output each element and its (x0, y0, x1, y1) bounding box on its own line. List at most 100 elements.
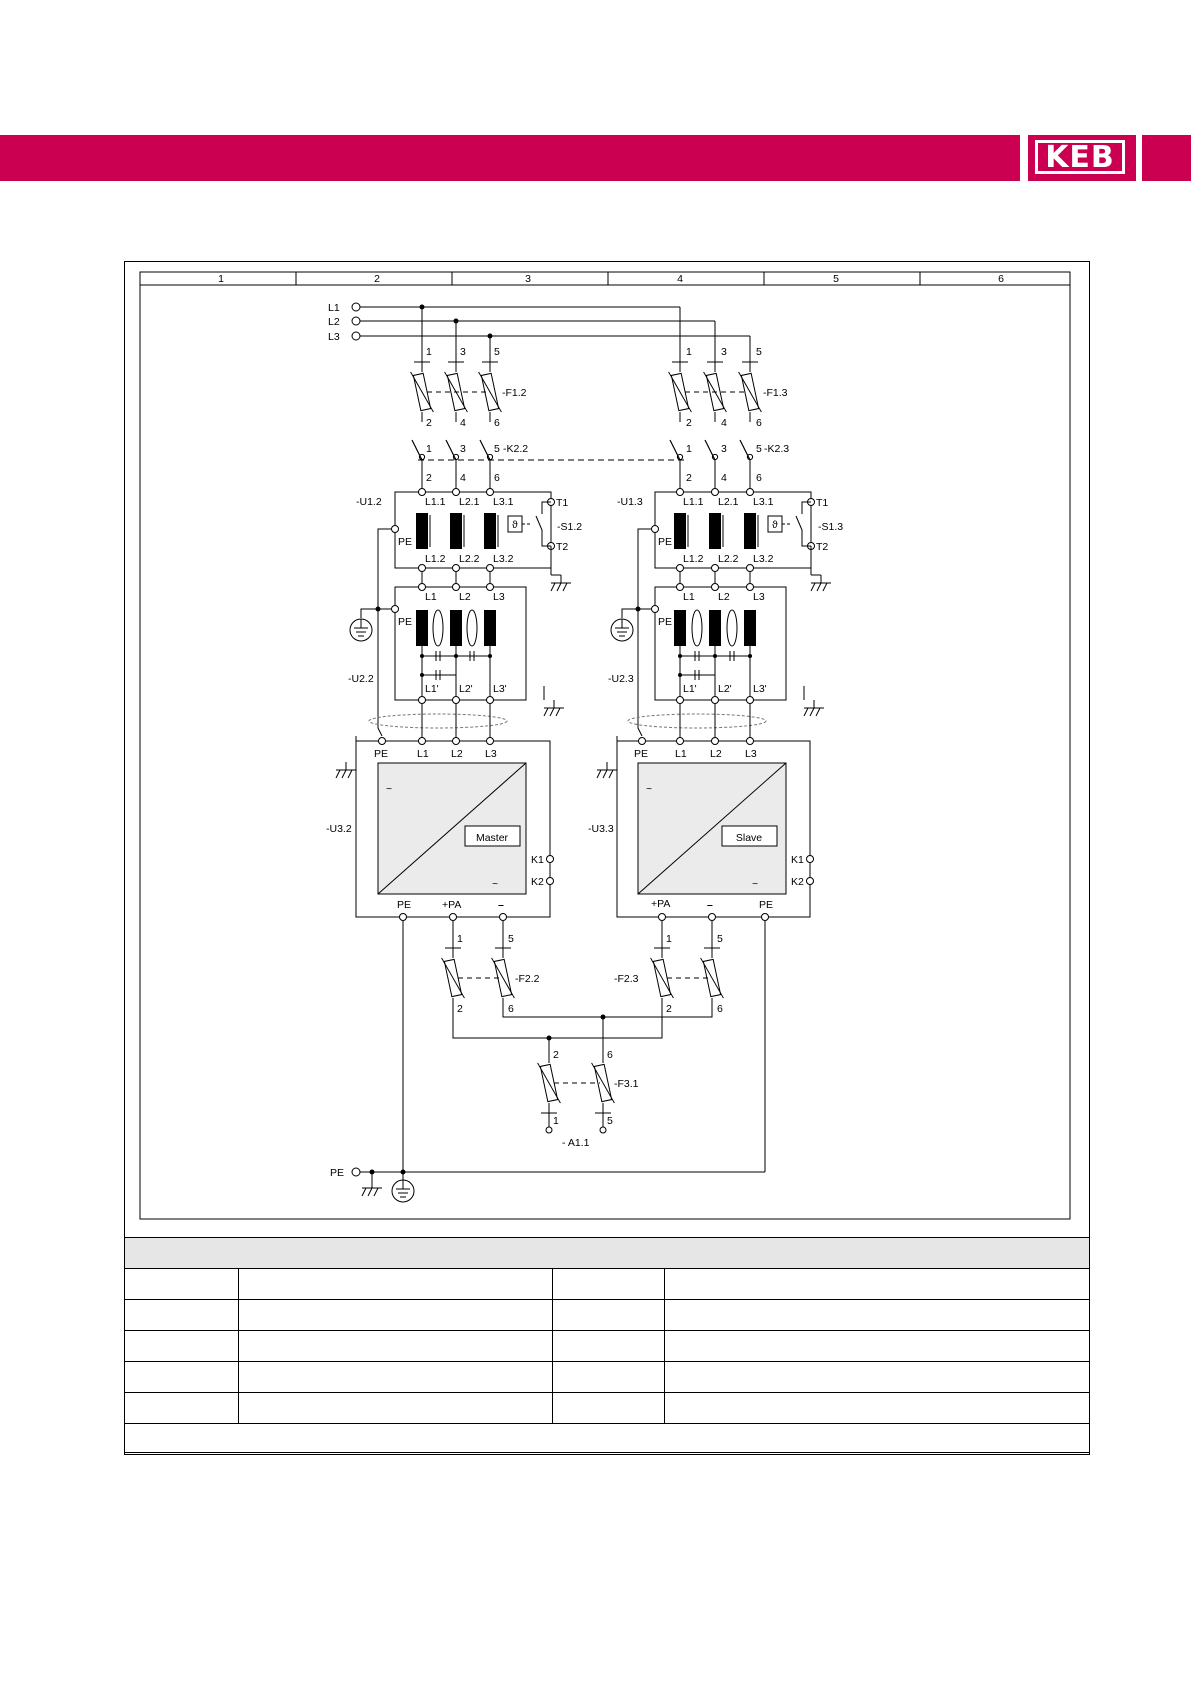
earth-icon-right (610, 618, 634, 642)
u3-2-pa: +PA (442, 899, 461, 911)
u1-2-t1: T1 (556, 497, 568, 509)
k2-3-term-3: 3 (721, 443, 727, 455)
u2-3-ref: -U2.3 (608, 673, 634, 685)
u3-3-pe-bottom: PE (759, 899, 773, 911)
f3-1-term-6: 6 (607, 1049, 613, 1061)
title-block-table (124, 1268, 1090, 1455)
u2-3-l3p: L3' (753, 683, 767, 695)
f1-2-term-6: 6 (494, 417, 500, 429)
mains-lines (351, 302, 751, 362)
f2-2-term-6: 6 (508, 1003, 514, 1015)
k2-2-term-2: 2 (426, 472, 432, 484)
f2-2-term-5: 5 (508, 933, 514, 945)
u1-2-l22: L2.2 (459, 553, 480, 565)
u1-2-l11: L1.1 (425, 496, 446, 508)
f3-1-term-2: 2 (553, 1049, 559, 1061)
f2-3-term-2: 2 (666, 1003, 672, 1015)
k2-2-term-4: 4 (460, 472, 466, 484)
f3-1-term-1: 1 (553, 1115, 559, 1127)
u3-2-minus: – (498, 899, 504, 911)
fuse-f2-3 (650, 921, 724, 1009)
k2-2-ref: -K2.2 (503, 443, 528, 455)
mains-l2-label: L2 (328, 316, 340, 328)
u1-2-l12: L1.2 (425, 553, 446, 565)
k2-3-ref: -K2.3 (764, 443, 789, 455)
f1-3-term-6: 6 (756, 417, 762, 429)
u2-3-l1p: L1' (683, 683, 697, 695)
u3-3-pe: PE (634, 748, 648, 760)
f2-3-term-1: 1 (666, 933, 672, 945)
table-row (124, 1268, 1090, 1300)
u2-2-ref: -U2.2 (348, 673, 374, 685)
a1-1-ref: - A1.1 (562, 1137, 590, 1149)
u2-2-l3: L3 (493, 591, 505, 603)
grid-col-1: 1 (218, 273, 224, 285)
k2-3-term-2: 2 (686, 472, 692, 484)
f3-1-term-5: 5 (607, 1115, 613, 1127)
earth-icon-left (349, 618, 373, 642)
contactor-k2-3 (669, 439, 754, 491)
u1-2-t2: T2 (556, 541, 568, 553)
grid-col-2: 2 (374, 273, 380, 285)
contactor-k2-2 (411, 439, 494, 491)
f1-3-term-1: 1 (686, 346, 692, 358)
k2-2-term-5: 5 (494, 443, 500, 455)
u3-3-l1: L1 (675, 748, 687, 760)
u1-3-ref: -U1.3 (617, 496, 643, 508)
dc-bus-wiring (452, 1008, 713, 1052)
u3-2-k1: K1 (531, 854, 544, 866)
u1-3-l32: L3.2 (753, 553, 774, 565)
table-row (124, 1299, 1090, 1331)
fuse-f1-3 (668, 359, 762, 423)
u2-3-l3: L3 (753, 591, 765, 603)
u2-2-pe: PE (398, 616, 412, 628)
master-label: Master (476, 832, 509, 844)
u2-3-l2p: L2' (718, 683, 732, 695)
u3-2-pe: PE (374, 748, 388, 760)
u2-3-pe: PE (658, 616, 672, 628)
f2-2-term-1: 1 (457, 933, 463, 945)
u3-3-k2: K2 (791, 876, 804, 888)
u1-3-l12: L1.2 (683, 553, 704, 565)
u3-3-l3: L3 (745, 748, 757, 760)
u2-2-l1p: L1' (425, 683, 439, 695)
u3-3-k1: K1 (791, 854, 804, 866)
thermal-contact-symbol-right: ϑ (772, 519, 778, 531)
u1-3-t1: T1 (816, 497, 828, 509)
mains-l3-label: L3 (328, 331, 340, 343)
u1-2-l32: L3.2 (493, 553, 514, 565)
f1-3-ref: -F1.3 (763, 387, 788, 399)
filter-u2-2 (391, 583, 565, 717)
u3-3-minus: – (707, 899, 713, 911)
k2-3-term-1: 1 (686, 443, 692, 455)
u3-2-l3: L3 (485, 748, 497, 760)
drive-u3-2-ac-out-symbol: ~ (492, 878, 498, 890)
f2-2-ref: -F2.2 (515, 973, 540, 985)
f3-1-ref: -F3.1 (614, 1078, 639, 1090)
f2-3-ref: -F2.3 (614, 973, 639, 985)
f1-2-term-5: 5 (494, 346, 500, 358)
u3-2-l1: L1 (417, 748, 429, 760)
ferrite-ring-right (627, 713, 767, 729)
u3-2-ref: -U3.2 (326, 823, 352, 835)
drive-u3-3-slave (596, 736, 814, 921)
u3-3-l2: L2 (710, 748, 722, 760)
f1-3-term-2: 2 (686, 417, 692, 429)
s1-2-ref: -S1.2 (557, 521, 582, 533)
fuse-f2-2 (441, 921, 515, 1009)
f1-2-ref: -F1.2 (502, 387, 527, 399)
f1-2-term-3: 3 (460, 346, 466, 358)
drive-u3-2-master (335, 736, 554, 921)
ground-icon-pe (361, 1179, 383, 1197)
drive-u3-3-ac-out-symbol: ~ (752, 878, 758, 890)
u1-2-l21: L2.1 (459, 496, 480, 508)
thermal-contact-symbol: ϑ (512, 519, 518, 531)
u3-3-ref: -U3.3 (588, 823, 614, 835)
k2-2-term-6: 6 (494, 472, 500, 484)
u1-3-t2: T2 (816, 541, 828, 553)
drive-u3-2-ac-in-symbol: ~ (386, 783, 392, 795)
f1-2-term-1: 1 (426, 346, 432, 358)
k2-3-term-4: 4 (721, 472, 727, 484)
table-row (124, 1423, 1090, 1455)
